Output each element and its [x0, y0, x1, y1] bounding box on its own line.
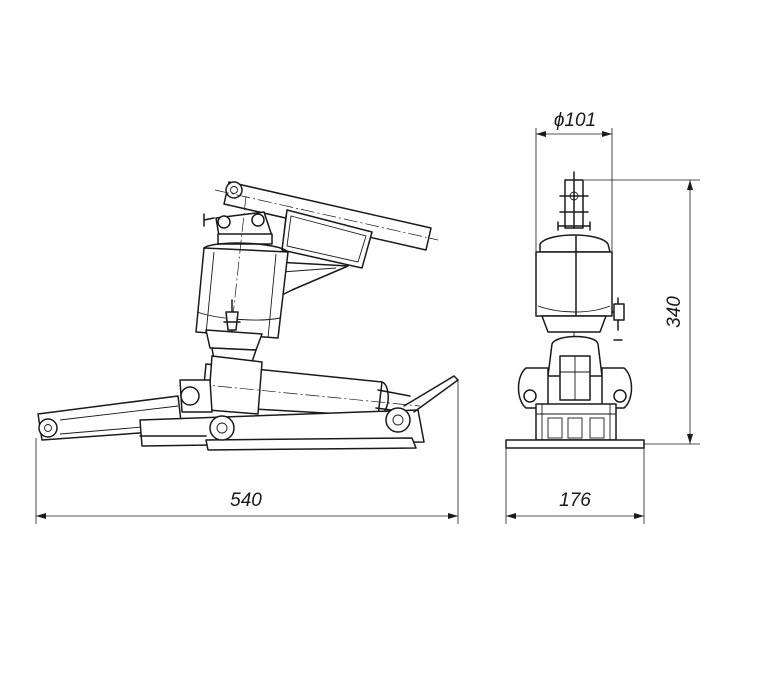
side-valve	[611, 297, 625, 341]
ram-housing-front	[517, 335, 633, 409]
dimension-diameter-101: ϕ101	[535, 110, 613, 252]
dimension-340-label: 340	[664, 296, 685, 328]
side-view	[37, 181, 459, 451]
pump-head	[203, 211, 273, 245]
base-frame	[139, 375, 459, 451]
pump-cylinder	[195, 195, 289, 381]
dimension-diameter-101-label: ϕ101	[554, 110, 596, 131]
front-view	[505, 171, 645, 449]
dimension-540: 540	[35, 380, 459, 524]
dimension-540-label: 540	[230, 490, 262, 511]
dimension-340: 340	[584, 179, 700, 445]
dimension-176-label: 176	[559, 490, 591, 511]
handle-lever	[214, 181, 439, 251]
lifting-clevis	[557, 171, 591, 231]
lower-bracket	[535, 403, 617, 441]
dimension-176: 176	[505, 448, 645, 524]
ram-cylinder	[179, 355, 421, 417]
base-plate-front	[505, 439, 645, 449]
pump-cylinder-front	[535, 234, 613, 344]
oil-reservoir	[281, 209, 373, 269]
